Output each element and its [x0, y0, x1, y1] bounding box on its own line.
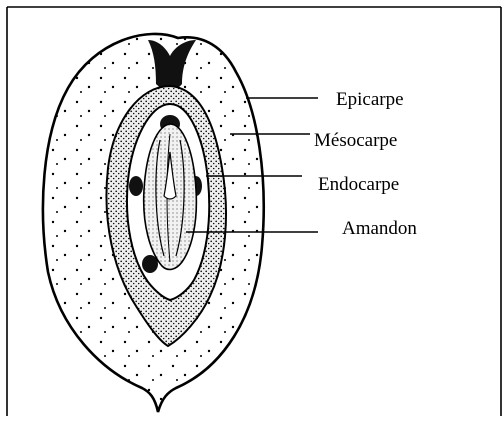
seed-spot-left: [129, 176, 143, 196]
label-epicarpe: Epicarpe: [336, 89, 404, 110]
label-mesocarpe: Mésocarpe: [314, 130, 397, 151]
label-endocarpe: Endocarpe: [318, 174, 399, 195]
label-amandon: Amandon: [342, 218, 417, 239]
